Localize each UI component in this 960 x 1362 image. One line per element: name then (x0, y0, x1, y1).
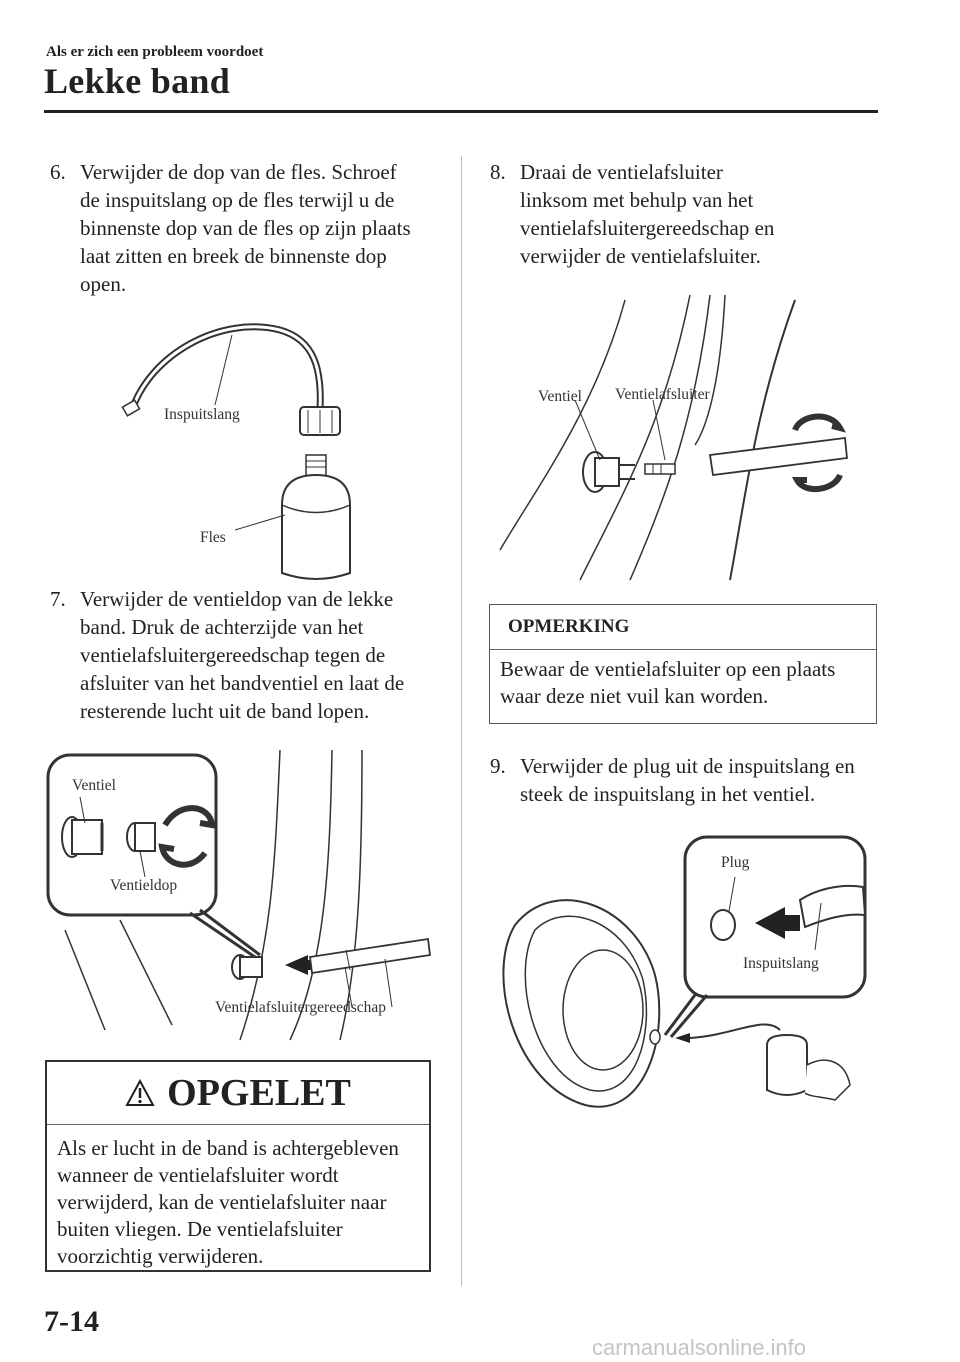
figure-hose-bottle (121, 323, 351, 580)
warning-icon (125, 1079, 155, 1106)
label-plug: Plug (721, 854, 750, 871)
label-ventiel-2: Ventiel (538, 388, 582, 405)
note-box: OPMERKING Bewaar de ventielafsluiter op … (489, 604, 877, 724)
label-ventieldop: Ventieldop (110, 877, 178, 894)
page-title: Lekke band (44, 61, 231, 101)
caution-text: Als er lucht in de band is achtergebleve… (57, 1136, 399, 1268)
title-rule (44, 110, 878, 113)
label-ventielafsluitergereedschap: Ventielafsluitergereedschap (215, 999, 386, 1016)
step-6: 6. Verwijder de dop van de fles. Schroef… (50, 158, 450, 298)
label-inspuitslang: Inspuitslang (164, 406, 240, 423)
page-number: 7-14 (44, 1305, 99, 1338)
label-ventielafsluiter: Ventielafsluiter (615, 386, 710, 403)
step-text: Verwijder de dop van de fles. Schroef de… (80, 160, 411, 296)
step-number: 9. (490, 754, 506, 778)
note-text: Bewaar de ventielafsluiter op een plaats… (500, 657, 836, 708)
step-7: 7. Verwijder de ventieldop van de lekke … (50, 585, 450, 725)
step-number: 6. (50, 160, 66, 184)
step-text: Verwijder de ventieldop van de lekke ban… (80, 587, 405, 723)
caution-title: OPGELET (167, 1072, 351, 1114)
label-ventiel: Ventiel (72, 777, 116, 794)
figure-valve-core (499, 294, 848, 581)
note-title: OPMERKING (490, 605, 876, 650)
step-number: 7. (50, 587, 66, 611)
section-header: Als er zich een probleem voordoet (46, 44, 264, 60)
caution-header: OPGELET (47, 1062, 429, 1125)
step-number: 8. (490, 160, 506, 184)
watermark: carmanualsonline.info (592, 1335, 807, 1360)
step-8: 8. Draai de ventielafsluiter linksom met… (490, 158, 890, 270)
caution-box: OPGELET Als er lucht in de band is achte… (45, 1060, 431, 1272)
label-fles: Fles (200, 529, 226, 546)
step-9: 9. Verwijder de plug uit de inspuitslang… (490, 752, 890, 808)
figure-valve-cap (46, 749, 432, 1041)
step-text: Verwijder de plug uit de inspuitslang en… (520, 754, 855, 806)
label-inspuitslang-2: Inspuitslang (743, 955, 819, 972)
step-text: Draai de ventielafsluiter linksom met be… (520, 160, 775, 268)
column-divider (461, 156, 462, 1286)
figure-plug-hose (502, 835, 867, 1108)
